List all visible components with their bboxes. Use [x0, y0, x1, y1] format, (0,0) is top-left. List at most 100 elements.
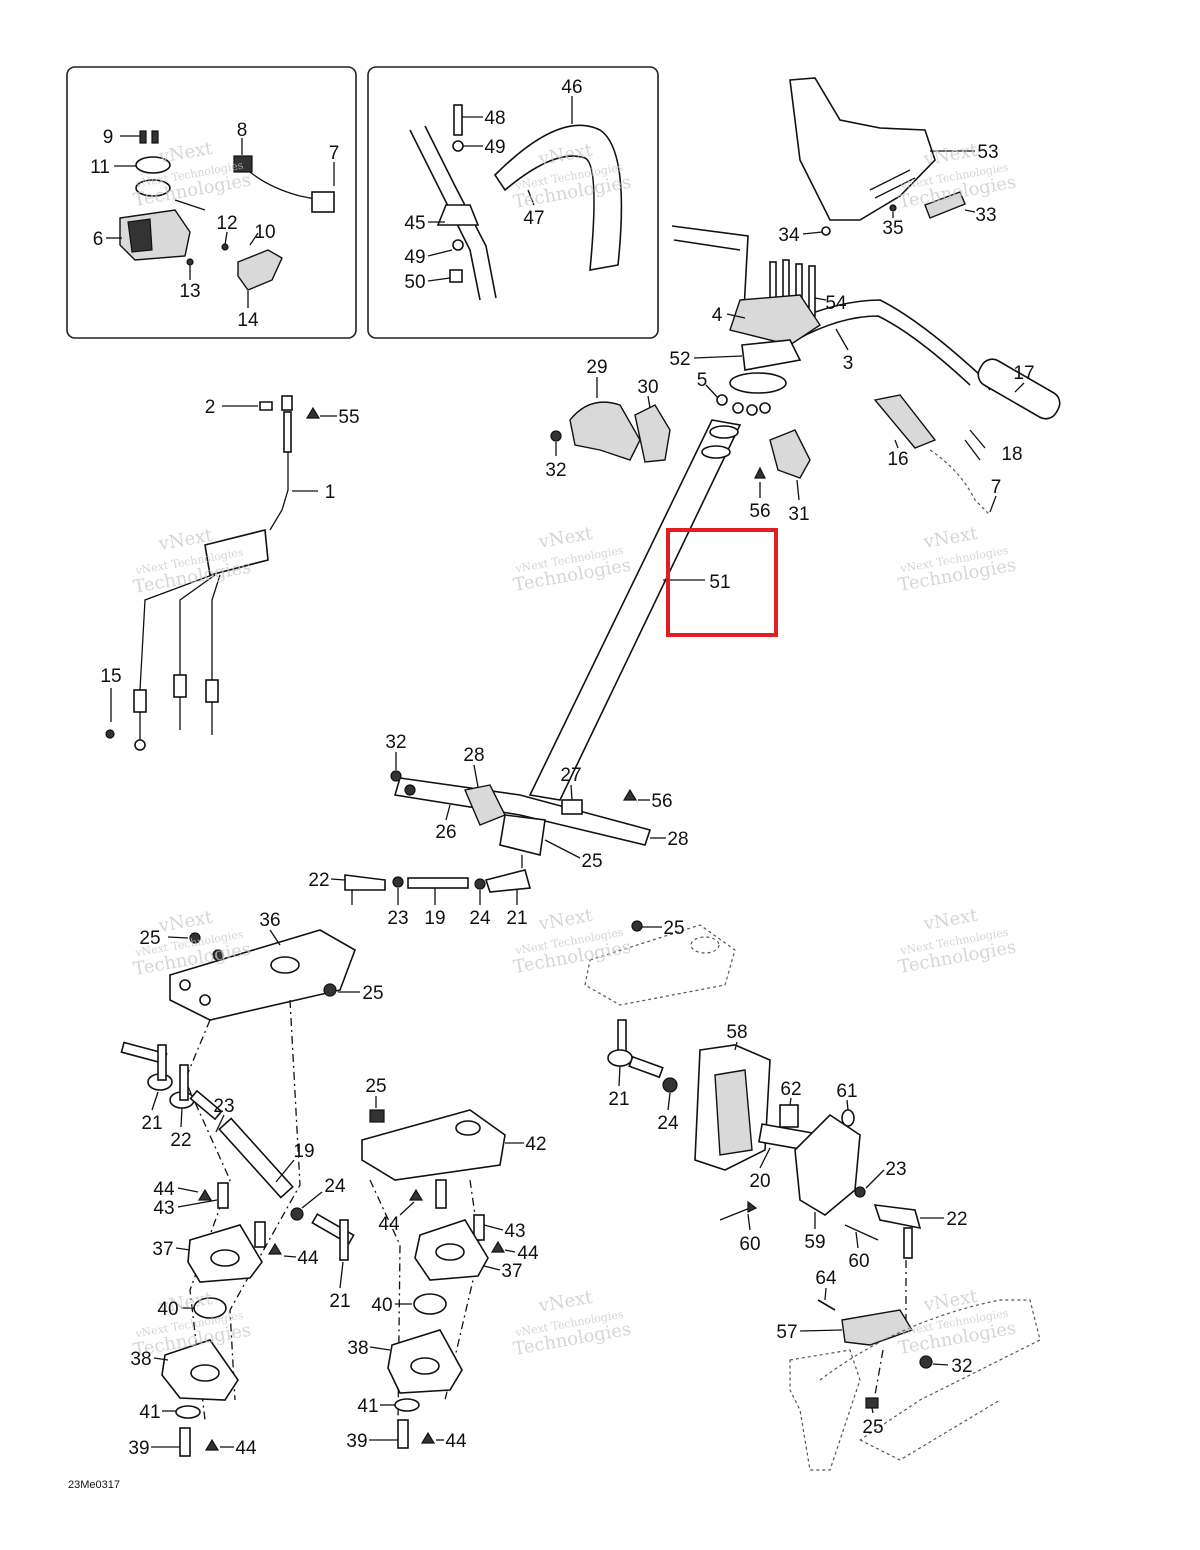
- callout-21: 21: [506, 908, 527, 929]
- center-lower-assembly: [361, 1096, 524, 1449]
- callout-13: 13: [179, 281, 200, 302]
- callout-23: 23: [213, 1096, 234, 1117]
- callout-32: 32: [951, 1356, 972, 1377]
- callout-60: 60: [739, 1234, 760, 1255]
- highlight-box-51[interactable]: [666, 528, 778, 637]
- callout-19: 19: [293, 1141, 314, 1162]
- phantom-plate: [584, 920, 736, 1006]
- callout-36: 36: [259, 910, 280, 931]
- callout-22: 22: [946, 1209, 967, 1230]
- callout-15: 15: [100, 666, 121, 687]
- callout-17: 17: [1013, 363, 1034, 384]
- inset-frame-handle: [367, 66, 659, 339]
- callout-7: 7: [991, 477, 1002, 498]
- callout-50: 50: [404, 272, 425, 293]
- callout-30: 30: [637, 377, 658, 398]
- callout-23: 23: [885, 1159, 906, 1180]
- callout-37: 37: [152, 1239, 173, 1260]
- handlebar: [671, 225, 1061, 516]
- callout-27: 27: [560, 765, 581, 786]
- svg-text:vNext: vNext: [156, 907, 215, 937]
- handle-assembly: [409, 96, 623, 301]
- callout-25: 25: [139, 928, 160, 949]
- callout-2: 2: [205, 397, 216, 418]
- callout-22: 22: [170, 1130, 191, 1151]
- callout-6: 6: [93, 229, 104, 250]
- svg-text:vNext: vNext: [921, 905, 980, 935]
- callout-9: 9: [103, 127, 114, 148]
- svg-text:vNext: vNext: [921, 1286, 980, 1316]
- callout-20: 20: [749, 1171, 770, 1192]
- column-bracket: [550, 377, 811, 501]
- handlebar-pad: [789, 77, 976, 236]
- callout-49: 49: [404, 247, 425, 268]
- callout-62: 62: [780, 1079, 801, 1100]
- callout-31: 31: [788, 504, 809, 525]
- inset-frame-switch: [66, 66, 357, 339]
- svg-text:vNext: vNext: [536, 1287, 595, 1317]
- callout-54: 54: [825, 293, 847, 314]
- callout-24: 24: [324, 1176, 346, 1197]
- callout-23: 23: [387, 908, 408, 929]
- callout-25: 25: [365, 1076, 386, 1097]
- left-lower-assembly: [120, 999, 355, 1457]
- callout-44: 44: [445, 1431, 467, 1452]
- callout-32: 32: [385, 732, 406, 753]
- callout-14: 14: [237, 310, 259, 331]
- svg-text:vNext: vNext: [921, 523, 980, 553]
- callout-32: 32: [545, 460, 566, 481]
- callout-38: 38: [347, 1338, 368, 1359]
- callout-11: 11: [90, 157, 110, 178]
- callout-39: 39: [346, 1431, 367, 1452]
- callout-12: 12: [216, 213, 237, 234]
- callout-64: 64: [815, 1268, 837, 1289]
- callout-43: 43: [504, 1221, 525, 1242]
- callout-40: 40: [157, 1299, 178, 1320]
- callout-38: 38: [130, 1349, 151, 1370]
- right-lower-assembly: [607, 1019, 1041, 1471]
- callout-28: 28: [463, 745, 484, 766]
- steering-column: [528, 419, 742, 801]
- callout-3: 3: [843, 353, 854, 374]
- callout-44: 44: [153, 1179, 175, 1200]
- callout-47: 47: [523, 208, 544, 229]
- callout-19: 19: [424, 908, 445, 929]
- callout-25: 25: [581, 851, 602, 872]
- callout-21: 21: [141, 1113, 162, 1134]
- callout-28: 28: [667, 829, 688, 850]
- callout-24: 24: [657, 1113, 679, 1134]
- callout-25: 25: [362, 983, 383, 1004]
- callout-42: 42: [525, 1134, 546, 1155]
- switch-housing-assembly: [106, 130, 335, 308]
- callout-44: 44: [297, 1248, 319, 1269]
- callout-39: 39: [128, 1438, 149, 1459]
- callout-56: 56: [651, 791, 672, 812]
- callout-41: 41: [139, 1402, 160, 1423]
- callout-7: 7: [329, 143, 340, 164]
- callout-58: 58: [726, 1022, 747, 1043]
- callout-25: 25: [862, 1417, 883, 1438]
- lower-column-linkage: [330, 752, 666, 905]
- callout-1: 1: [325, 482, 336, 503]
- callout-26: 26: [435, 822, 456, 843]
- callout-21: 21: [329, 1291, 350, 1312]
- callout-25: 25: [663, 918, 684, 939]
- callout-60: 60: [848, 1251, 869, 1272]
- callout-21: 21: [608, 1089, 629, 1110]
- callout-44: 44: [517, 1243, 539, 1264]
- callout-48: 48: [484, 108, 505, 129]
- clamp-block: [693, 259, 827, 416]
- callout-18: 18: [1001, 444, 1022, 465]
- callout-57: 57: [776, 1322, 797, 1343]
- callout-61: 61: [836, 1081, 857, 1102]
- callout-34: 34: [778, 225, 800, 246]
- callout-33: 33: [975, 205, 996, 226]
- callout-37: 37: [501, 1261, 522, 1282]
- callout-52: 52: [669, 349, 690, 370]
- callout-53: 53: [977, 142, 998, 163]
- callout-29: 29: [586, 357, 607, 378]
- callout-46: 46: [561, 77, 582, 98]
- callout-35: 35: [882, 218, 903, 239]
